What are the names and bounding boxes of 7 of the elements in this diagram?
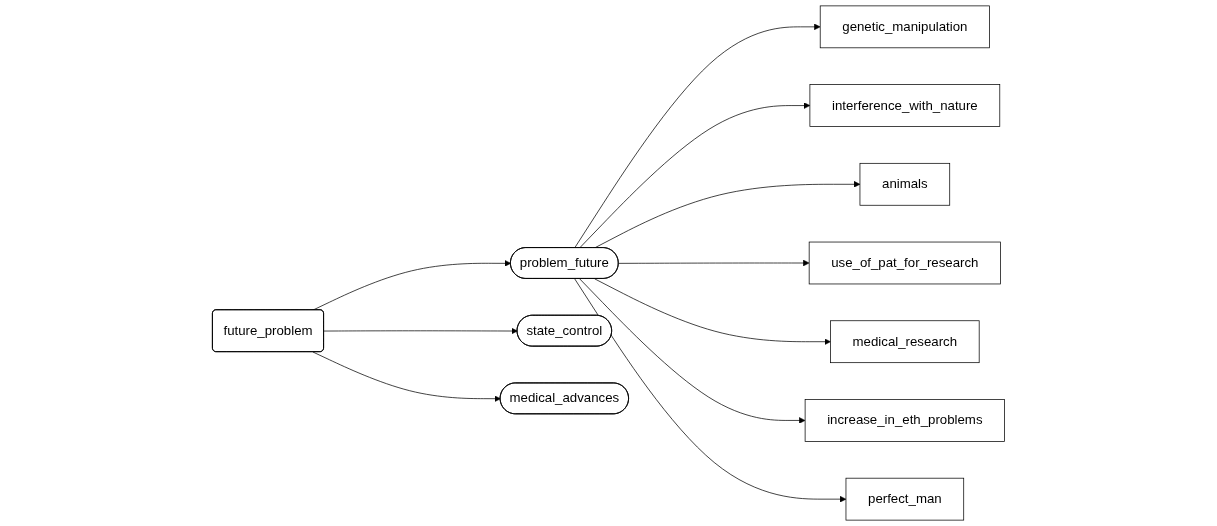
node-box: genetic_manipulation xyxy=(819,5,990,49)
node-box: medical_research xyxy=(830,320,980,364)
node-box: interference_with_nature xyxy=(809,84,1001,127)
node-box: animals xyxy=(859,162,951,206)
node-box: increase_in_eth_problems xyxy=(804,399,1005,442)
node-box: perfect_man xyxy=(845,477,965,521)
node-box: use_of_pat_for_research xyxy=(808,241,1001,285)
